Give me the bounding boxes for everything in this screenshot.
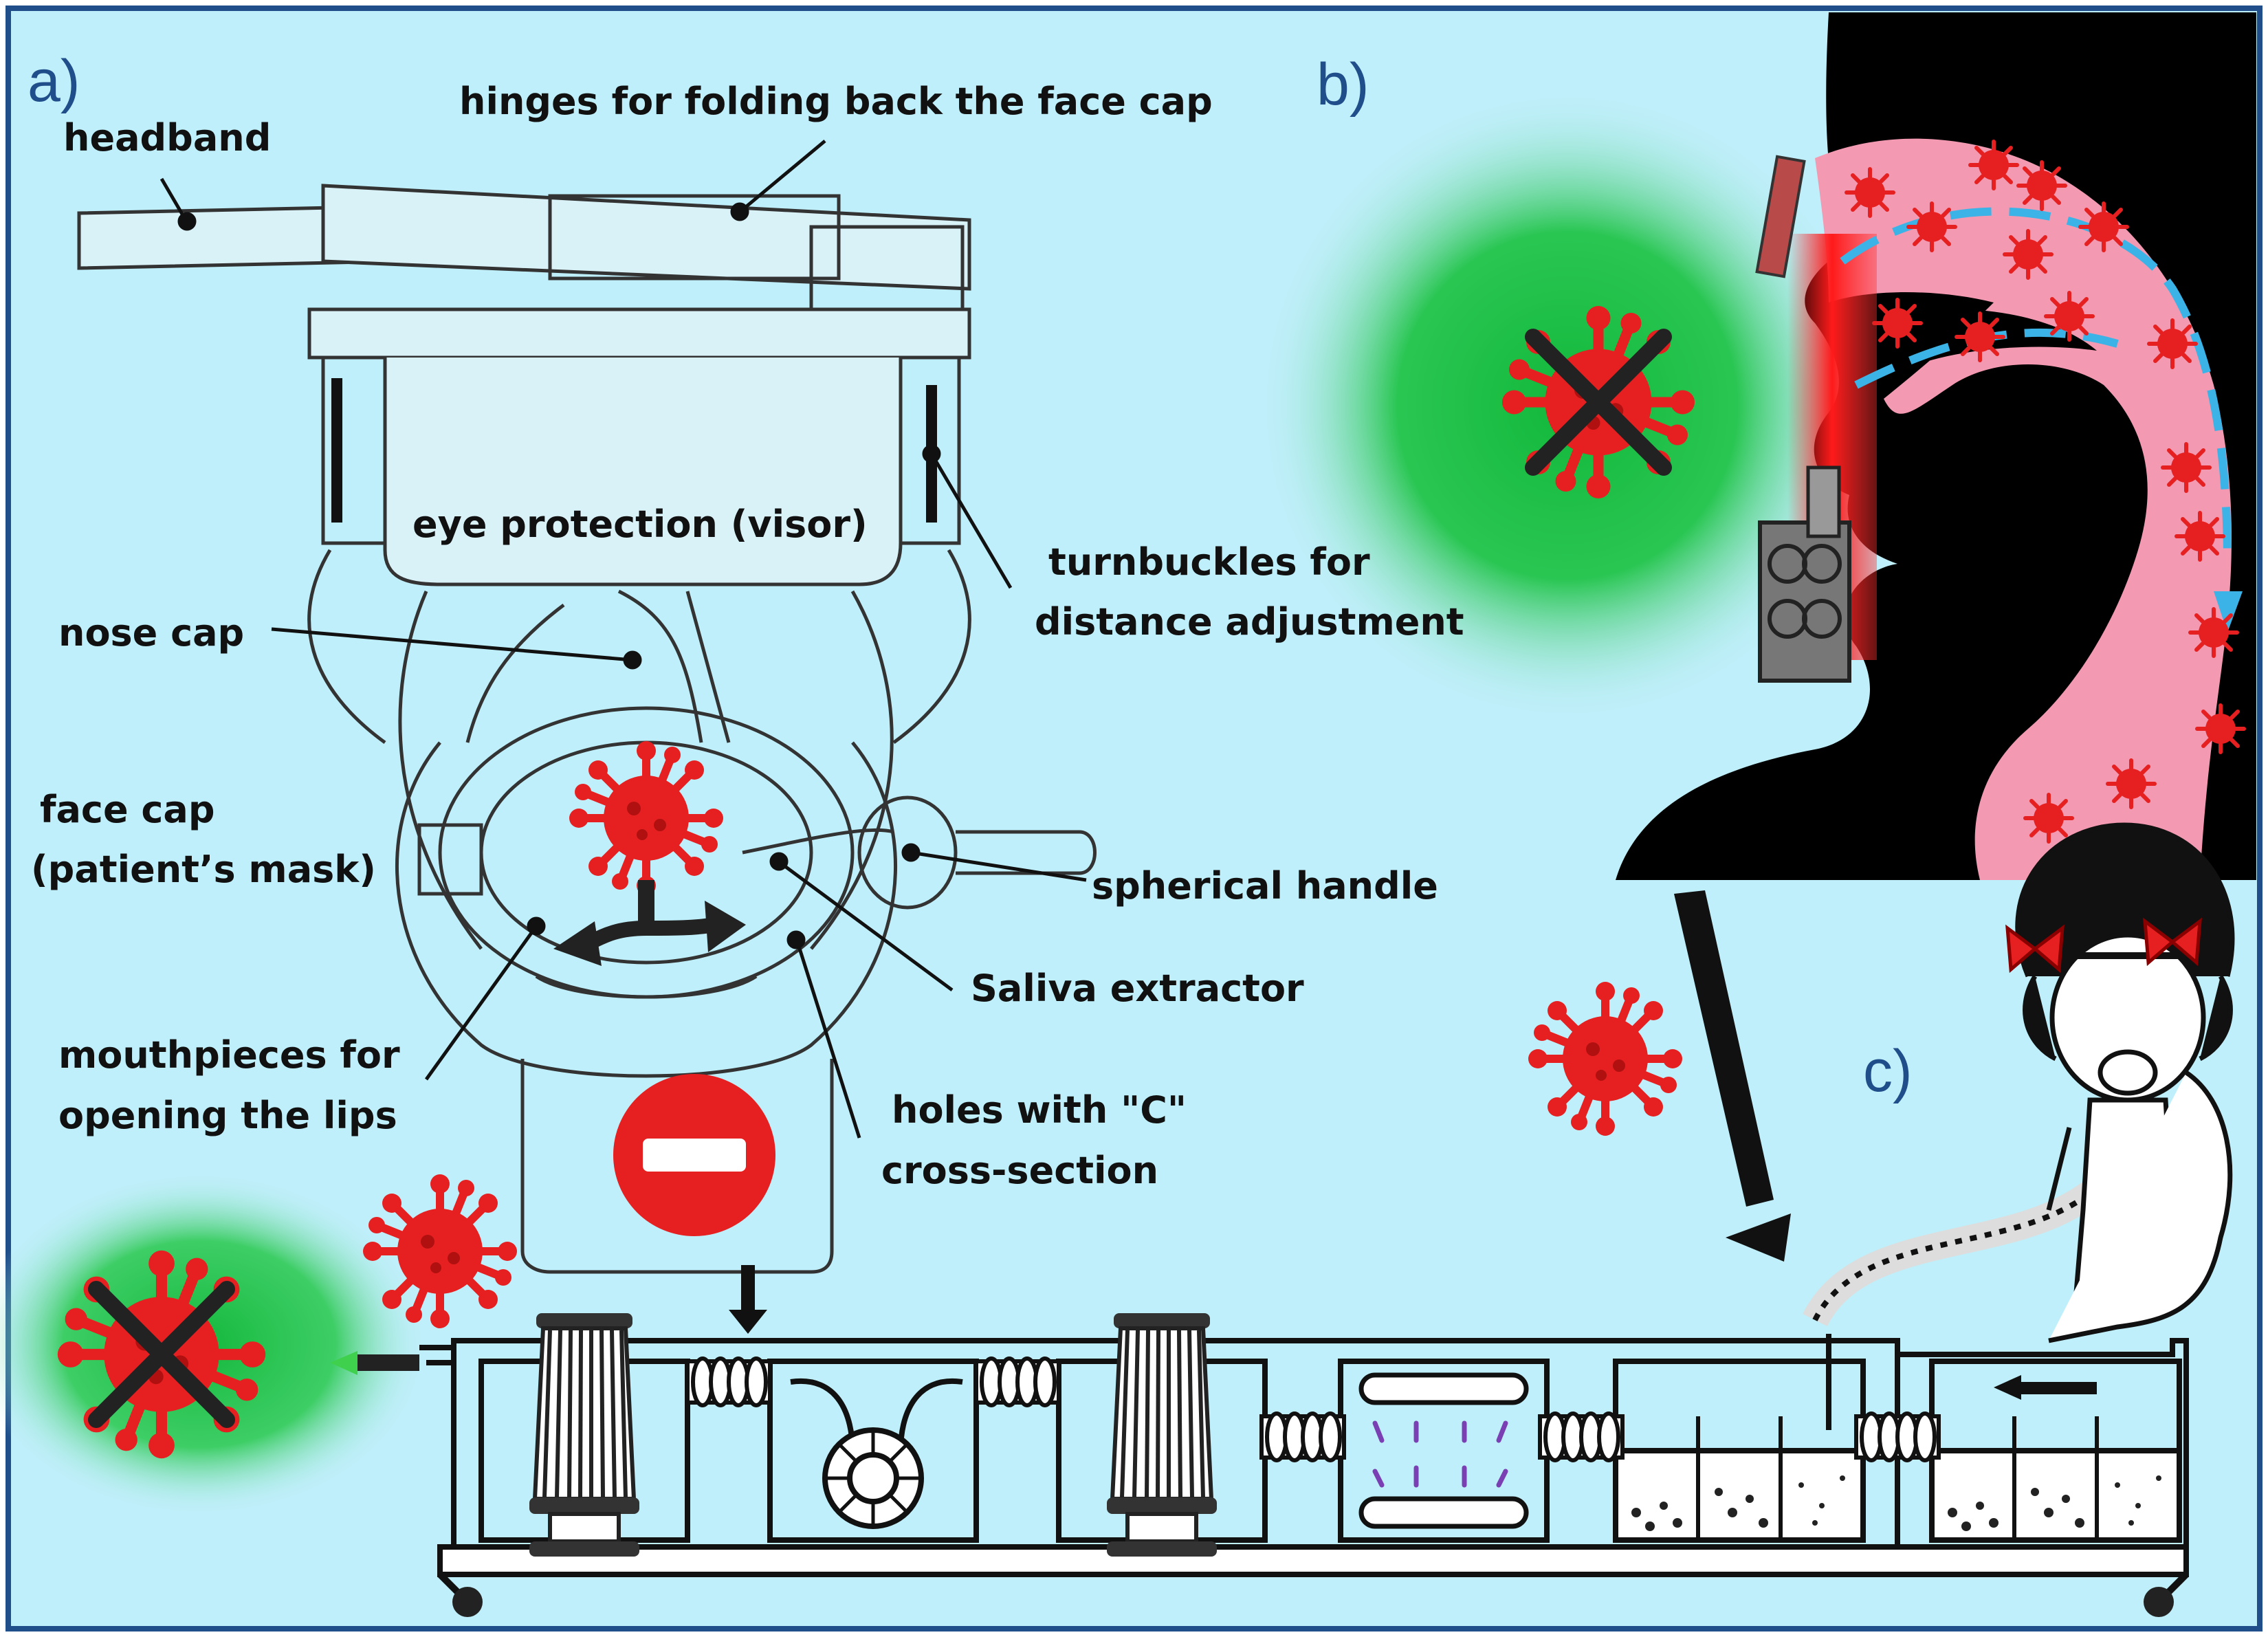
filtration-unit bbox=[0, 822, 2235, 1617]
label-hinges: hinges for folding back the face cap bbox=[459, 80, 1213, 123]
liquid-tank-icon bbox=[1929, 1375, 2182, 1543]
flow-arrow-icon bbox=[729, 1265, 767, 1334]
label-turnbuckles-line2: distance adjustment bbox=[1035, 600, 1464, 644]
crossed-virus-icon bbox=[58, 1251, 265, 1458]
label-mouthpieces-line2: opening the lips bbox=[58, 1094, 397, 1137]
virus-icon bbox=[1528, 982, 1682, 1136]
flow-arrow-icon bbox=[1674, 890, 1791, 1262]
no-entry-icon bbox=[613, 1074, 775, 1236]
label-holes-line1: holes with "C" bbox=[892, 1088, 1187, 1132]
label-nose-cap: nose cap bbox=[58, 611, 245, 655]
hair-bow-icon bbox=[2005, 917, 2202, 974]
turbine-icon bbox=[790, 1378, 963, 1529]
panel-label-c: c) bbox=[1863, 1038, 1913, 1104]
leader-lines bbox=[159, 140, 1087, 1139]
crossed-virus-icon bbox=[1502, 306, 1695, 498]
helmet-drawing bbox=[77, 184, 1097, 1274]
label-mouthpieces-line1: mouthpieces for bbox=[58, 1033, 400, 1077]
mask-filter bbox=[1758, 520, 1851, 683]
bidirectional-arrow bbox=[553, 880, 746, 966]
head-cross-section bbox=[1258, 12, 2256, 881]
airway bbox=[1815, 138, 2232, 881]
virus-icon bbox=[363, 1174, 517, 1328]
label-face-cap-line2: (patient’s mask) bbox=[31, 848, 376, 891]
virus-icon bbox=[569, 741, 723, 895]
panel-label-a: a) bbox=[27, 48, 80, 114]
label-turnbuckles-line1: turnbuckles for bbox=[1048, 540, 1370, 584]
label-headband: headband bbox=[63, 116, 272, 160]
uv-chamber-icon bbox=[1358, 1372, 1529, 1529]
liquid-tank-icon bbox=[1613, 1416, 1866, 1543]
exhaust-arrow bbox=[330, 1351, 419, 1375]
panel-label-b: b) bbox=[1317, 52, 1369, 118]
label-spherical-handle: spherical handle bbox=[1092, 864, 1438, 908]
label-holes-line2: cross-section bbox=[881, 1149, 1159, 1192]
label-eye-protection: eye protection (visor) bbox=[412, 503, 868, 546]
label-saliva-extractor: Saliva extractor bbox=[971, 967, 1304, 1010]
airflow-arrow bbox=[1840, 207, 2232, 564]
label-face-cap-line1: face cap bbox=[40, 788, 215, 831]
